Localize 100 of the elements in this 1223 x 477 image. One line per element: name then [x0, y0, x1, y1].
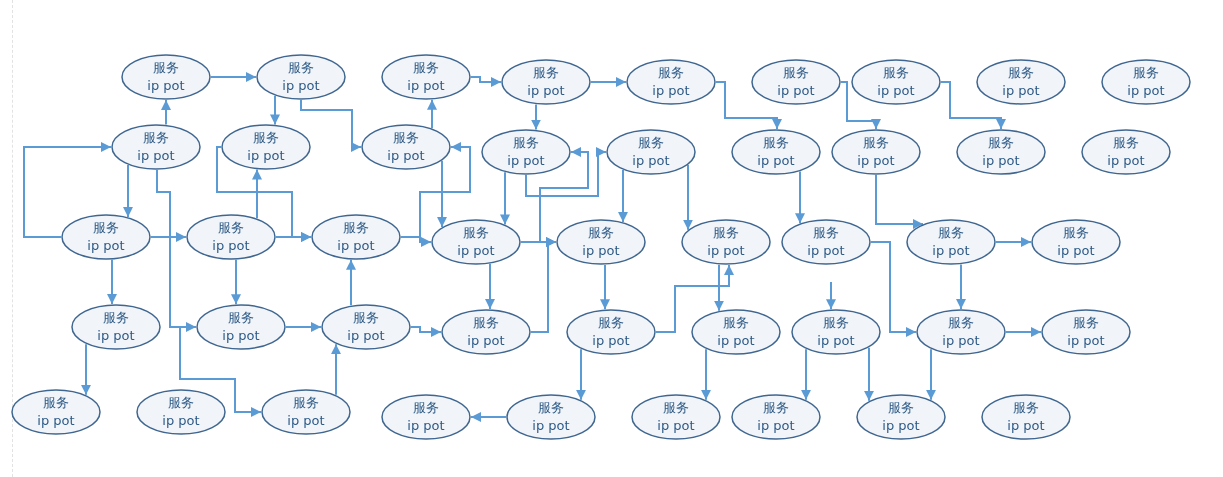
node-label: ip pot	[222, 328, 260, 343]
arrow	[801, 348, 811, 401]
arrow	[285, 322, 322, 332]
arrow	[400, 236, 432, 247]
node-title: 服务	[533, 65, 559, 80]
node-title: 服务	[723, 315, 749, 330]
node-label: ip pot	[347, 328, 385, 343]
node-title: 服务	[863, 135, 889, 150]
arrow	[926, 348, 936, 401]
arrow	[470, 412, 507, 422]
node-label: ip pot	[652, 83, 690, 98]
node-title: 服务	[538, 400, 564, 415]
node-title: 服务	[288, 60, 314, 75]
arrow	[531, 103, 541, 131]
node-label: ip pot	[877, 83, 915, 98]
node-label: ip pot	[932, 243, 970, 258]
arrow	[590, 77, 627, 87]
arrow	[346, 258, 356, 307]
node-label: ip pot	[1057, 243, 1095, 258]
arrow	[427, 98, 437, 130]
node-title: 服务	[763, 135, 789, 150]
node-label: ip pot	[707, 243, 745, 258]
node-title: 服务	[1008, 65, 1034, 80]
node-label: ip pot	[147, 78, 185, 93]
arrow	[470, 76, 502, 87]
node-title: 服务	[168, 395, 194, 410]
node-label: ip pot	[532, 418, 570, 433]
node-title: 服务	[1073, 315, 1099, 330]
node-label: ip pot	[1002, 83, 1040, 98]
arrow	[300, 99, 362, 152]
arrow	[123, 164, 133, 218]
arrow	[1005, 327, 1042, 337]
node-title: 服务	[463, 225, 489, 240]
node-label: ip pot	[137, 148, 175, 163]
arrow	[683, 164, 693, 231]
node-label: ip pot	[1067, 333, 1105, 348]
node-label: ip pot	[1127, 83, 1165, 98]
node-title: 服务	[1063, 225, 1089, 240]
arrow	[795, 170, 805, 225]
node-label: ip pot	[407, 418, 445, 433]
node-label: ip pot	[717, 333, 755, 348]
node-label: ip pot	[857, 153, 895, 168]
arrow	[270, 94, 280, 126]
arrow	[525, 147, 607, 197]
arrow	[655, 263, 734, 333]
arrow	[701, 348, 711, 401]
node-label: ip pot	[757, 153, 795, 168]
node-label: ip pot	[632, 153, 670, 168]
node-label: ip pot	[337, 238, 375, 253]
node-label: ip pot	[37, 413, 75, 428]
node-title: 服务	[713, 225, 739, 240]
arrow	[161, 99, 171, 126]
arrow	[618, 169, 628, 223]
arrow	[600, 263, 610, 311]
node-title: 服务	[658, 65, 684, 80]
arrow	[437, 159, 447, 228]
node-title: 服务	[473, 315, 499, 330]
arrow	[252, 168, 262, 220]
arrow	[875, 174, 924, 229]
arrow	[231, 258, 241, 306]
node-label: ip pot	[807, 243, 845, 258]
node-label: ip pot	[97, 328, 135, 343]
arrow	[715, 81, 782, 130]
node-title: 服务	[293, 395, 319, 410]
node-title: 服务	[513, 135, 539, 150]
node-title: 服务	[143, 130, 169, 145]
arrow	[107, 258, 117, 306]
node-label: ip pot	[467, 333, 505, 348]
arrow	[156, 169, 262, 417]
node-label: ip pot	[582, 243, 620, 258]
node-label: ip pot	[1007, 418, 1045, 433]
node-label: ip pot	[657, 418, 695, 433]
node-title: 服务	[588, 225, 614, 240]
node-label: ip pot	[212, 238, 250, 253]
node-label: ip pot	[817, 333, 855, 348]
arrow	[826, 281, 836, 311]
node-title: 服务	[343, 220, 369, 235]
node-label: ip pot	[507, 153, 545, 168]
node-title: 服务	[218, 220, 244, 235]
node-title: 服务	[43, 395, 69, 410]
node-title: 服务	[638, 135, 664, 150]
node-title: 服务	[1013, 400, 1039, 415]
node-title: 服务	[813, 225, 839, 240]
node-title: 服务	[988, 135, 1014, 150]
node-title: 服务	[883, 65, 909, 80]
node-label: ip pot	[457, 243, 495, 258]
node-label: ip pot	[1107, 153, 1145, 168]
arrow	[275, 232, 312, 242]
arrow	[870, 241, 917, 337]
node-label: ip pot	[592, 333, 630, 348]
arrow	[331, 343, 341, 396]
node-title: 服务	[393, 130, 419, 145]
node-title: 服务	[783, 65, 809, 80]
arrow	[485, 262, 495, 311]
arrow	[81, 343, 91, 396]
node-title: 服务	[888, 400, 914, 415]
arrow	[150, 232, 187, 242]
node-title: 服务	[253, 130, 279, 145]
node-label: ip pot	[777, 83, 815, 98]
node-title: 服务	[413, 400, 439, 415]
